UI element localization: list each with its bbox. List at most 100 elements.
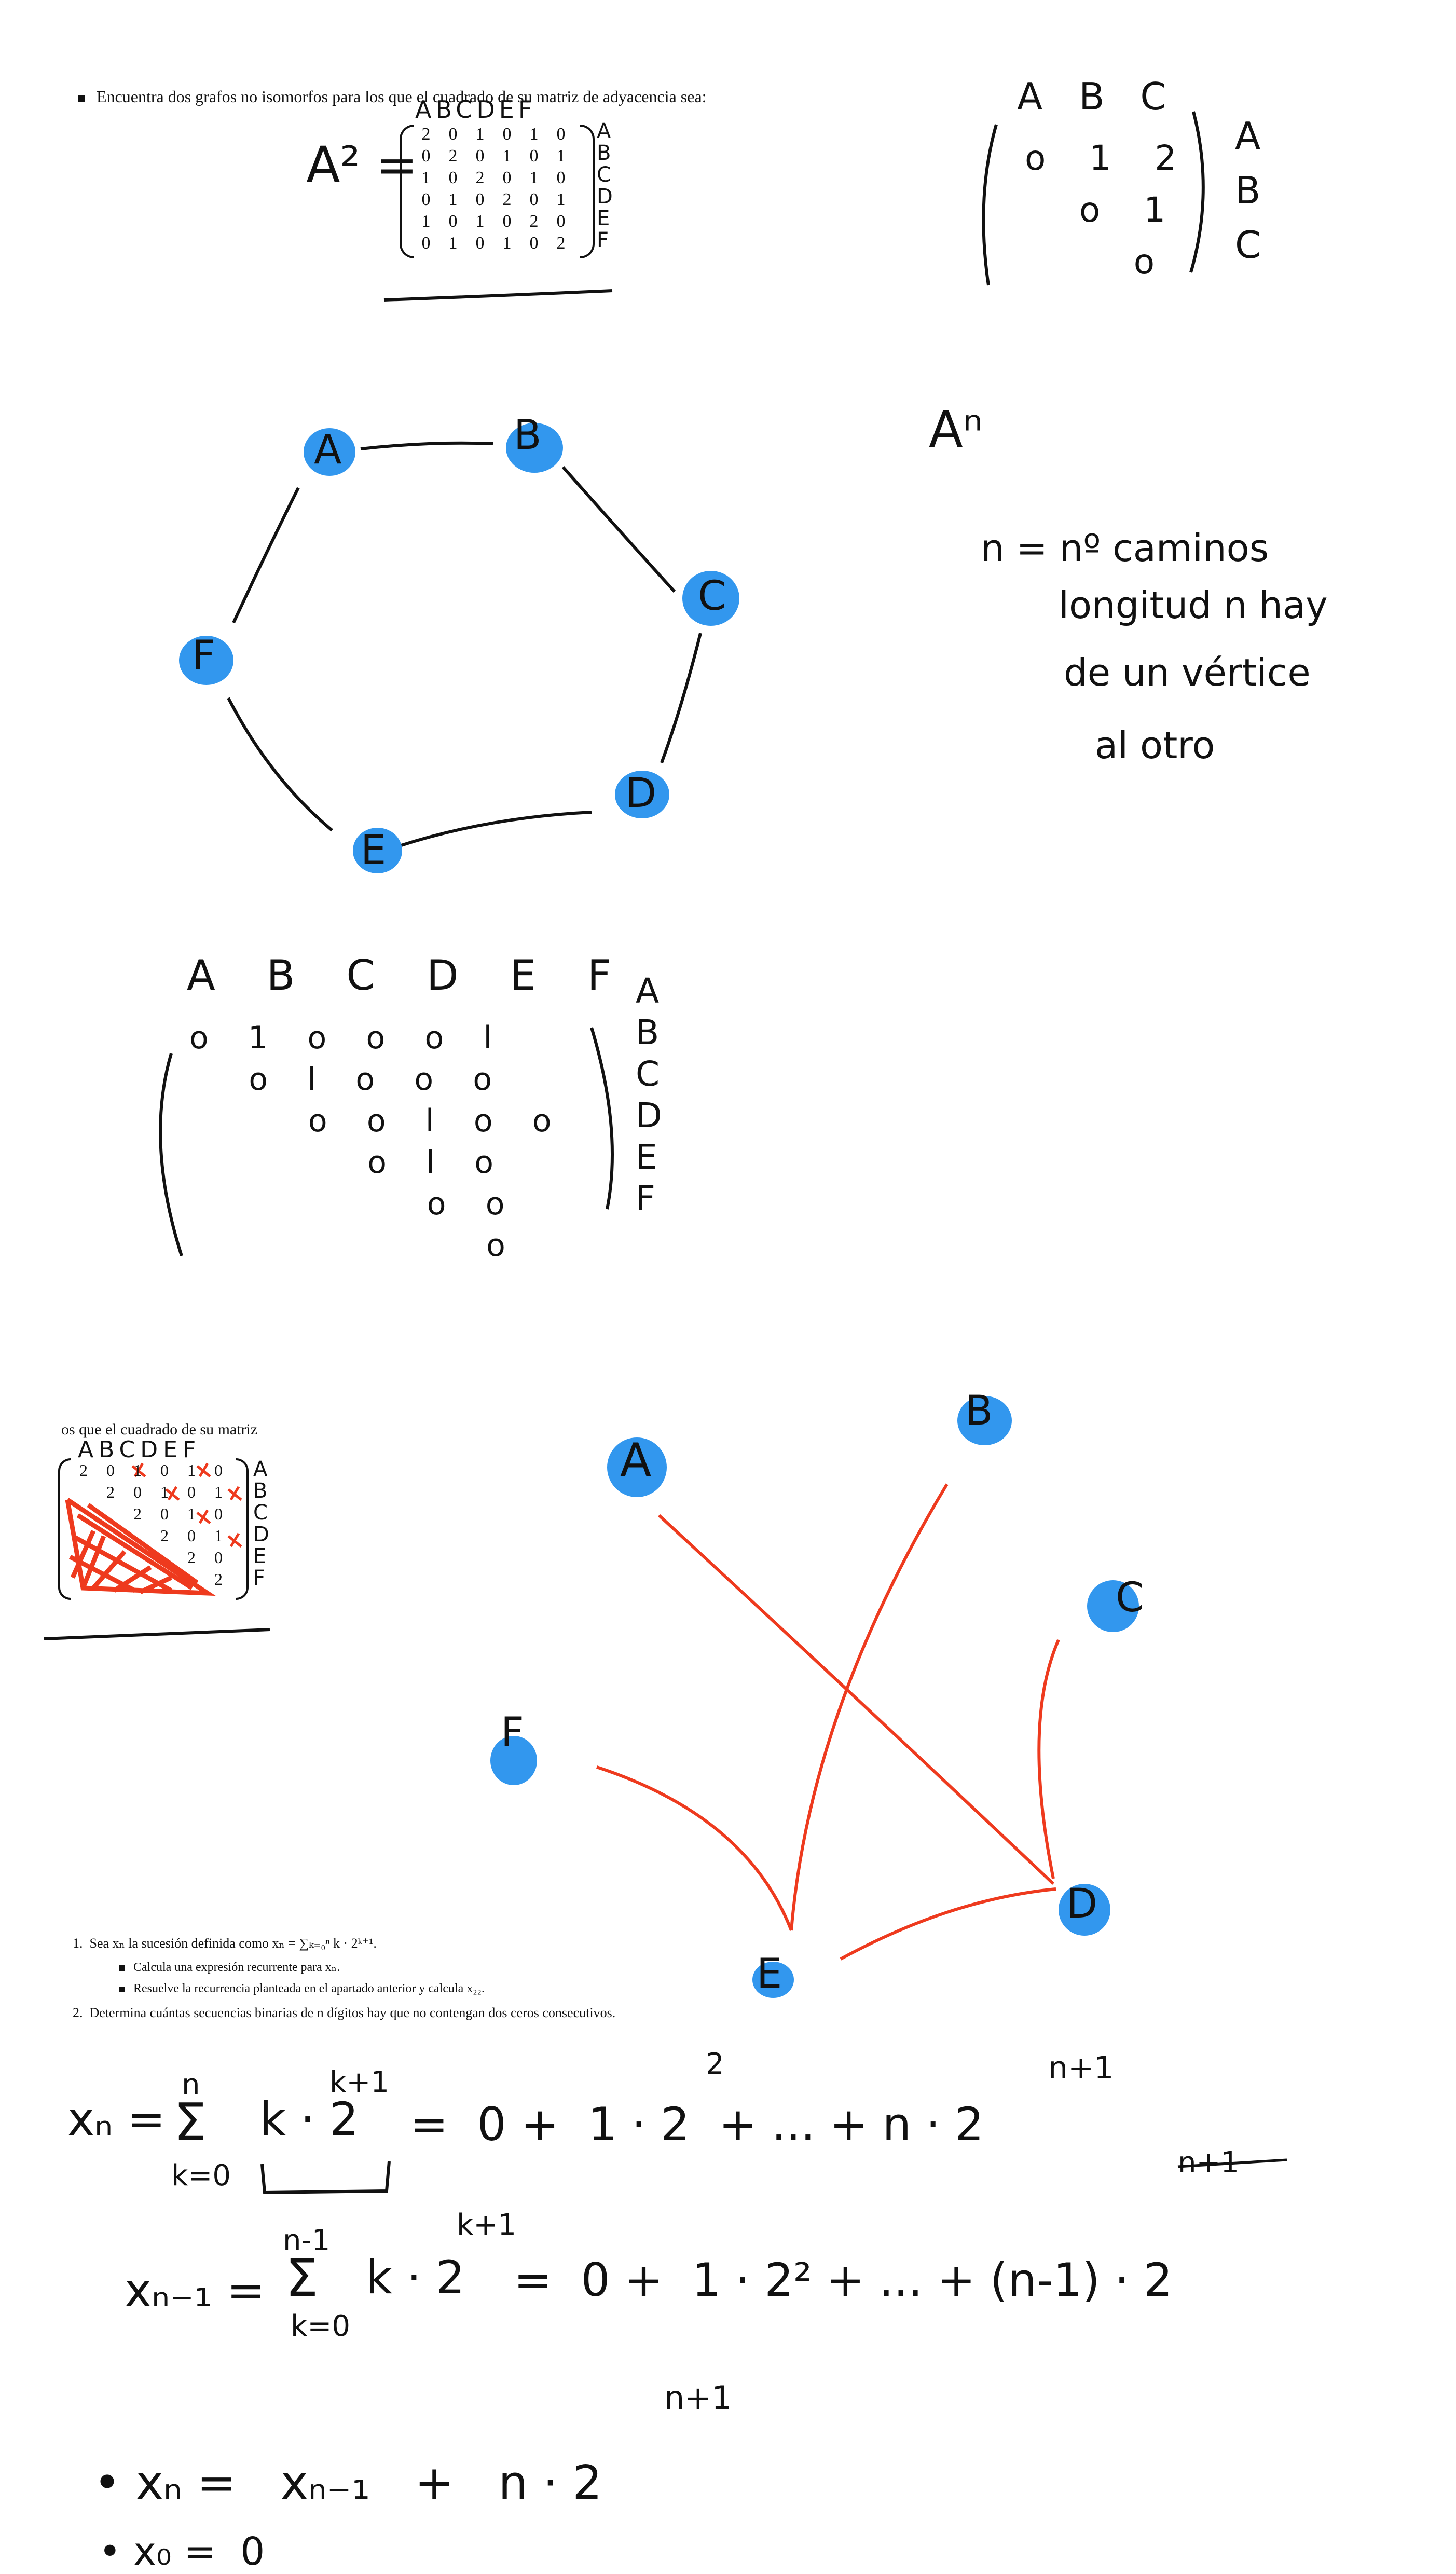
problem-1a: Calcula una expresión recurrente para xₙ… [119, 1960, 615, 1975]
small-matrix-body: o 1 2 o 1 o [1025, 138, 1177, 282]
crop-matrix-cell [178, 1568, 205, 1590]
small-matrix-row-labels: A B C [1235, 114, 1261, 267]
hw-matrix-row-labels: A B C D E F [636, 971, 662, 1218]
problem-2-text: Determina cuántas secuencias binarias de… [89, 2005, 616, 2020]
top-matrix-cell: 0 [421, 146, 431, 166]
problem-1-number: 1. [73, 1936, 83, 1951]
top-matrix-cell: 1 [421, 212, 431, 231]
top-matrix-cell: 2 [448, 146, 458, 166]
top-matrix-cell: 2 [421, 125, 431, 144]
small-matrix-col-labels: ABC [1017, 75, 1203, 118]
an-note-line-1: n = nº caminos [981, 526, 1269, 570]
underline-stroke [383, 289, 613, 302]
graph2-label-d: D [1066, 1881, 1098, 1927]
deriv2-term: k · 2 [366, 2251, 465, 2304]
crop-matrix-cell: 1 [160, 1482, 169, 1501]
graph1-label-d: D [625, 770, 657, 817]
crop-matrix-cell [124, 1568, 151, 1590]
crop-matrix-cell: 2 [79, 1460, 88, 1480]
graph1-label-a: A [314, 427, 342, 473]
hw-matrix-left-bracket [159, 1053, 183, 1256]
deriv1-exp: k+1 [329, 2065, 389, 2099]
deriv2-lhs: xₙ₋₁ = [125, 2264, 265, 2317]
deriv1-sum: Σ [174, 2092, 207, 2153]
crop-matrix-cell: 2 [214, 1569, 223, 1589]
top-matrix-cell: 0 [556, 125, 566, 144]
deriv1-term: k · 2 [259, 2092, 359, 2146]
deriv2-sum-bot: k=0 [291, 2309, 350, 2343]
top-matrix-cell: 2 [556, 234, 566, 253]
edge-f-a [232, 487, 300, 624]
underbrace-stroke [260, 2161, 391, 2195]
edge-c-d [660, 633, 702, 764]
crop-matrix-cell: 0 [214, 1504, 223, 1523]
top-matrix-cell: 1 [556, 146, 566, 166]
top-matrix-cell: 1 [529, 168, 539, 187]
crop-matrix-cell: 0 [187, 1526, 196, 1545]
hw-matrix-col-labels: A B C D E F [187, 951, 611, 1000]
graph2-node-f [490, 1736, 537, 1785]
top-matrix-cell: 0 [556, 168, 566, 187]
top-matrix-cell: 1 [502, 146, 512, 166]
problem-1a-text: Calcula una expresión recurrente para xₙ… [133, 1961, 340, 1974]
crop-snippet-text: os que el cuadrado de su matriz [61, 1421, 258, 1438]
top-matrix-cell: 1 [556, 190, 566, 209]
deriv1-lhs: xₙ = [67, 2092, 166, 2146]
crop-matrix-cell: 2 [187, 1548, 196, 1567]
red-cross-marks [131, 1462, 242, 1548]
top-matrix-cell: 0 [556, 212, 566, 231]
crop-matrix-cell: 1 [214, 1526, 223, 1545]
graph2-label-a: A [620, 1433, 652, 1487]
graph2-label-b: B [965, 1388, 993, 1434]
an-note-line-2: longitud n hay [1059, 583, 1328, 627]
deriv3-recurrence: • xₙ = xₙ₋₁ + n · 2 [93, 2456, 602, 2510]
graph1-label-f: F [192, 633, 215, 679]
top-matrix-cell: 0 [421, 190, 431, 209]
crop-matrix-cell: 0 [160, 1460, 169, 1480]
crop-matrix-cell [97, 1568, 124, 1590]
top-matrix-col-labels: ABCDEF [415, 95, 537, 124]
crop-col-labels: ABCDEF [78, 1436, 201, 1463]
crop-matrix-cell [97, 1525, 124, 1546]
deriv1-sum-bot: k=0 [171, 2159, 231, 2193]
crop-matrix-left-paren [58, 1458, 71, 1600]
crop-matrix-cell [70, 1503, 97, 1525]
crop-matrix-cell [124, 1525, 151, 1546]
crop-matrix-cell [97, 1546, 124, 1568]
graph2-label-e: E [757, 1951, 782, 1997]
an-note-line-3: de un vértice [1064, 651, 1311, 694]
top-matrix-cell: 1 [475, 212, 485, 231]
graph2-node-e [752, 1962, 794, 1998]
graph1-label-c: C [698, 573, 726, 620]
top-matrix-cell: 0 [529, 190, 539, 209]
crop-matrix-cell: 2 [160, 1526, 169, 1545]
graph1-node-b [506, 423, 563, 473]
edge-b-c [561, 466, 676, 593]
graph1-node-c [682, 571, 739, 626]
graph2-label-c: C [1116, 1574, 1144, 1621]
graph2-node-a [607, 1437, 667, 1497]
top-matrix-cell: 0 [502, 212, 512, 231]
edge2-e-d [840, 1887, 1056, 1961]
edge2-b-e [790, 1483, 949, 1931]
top-problem-statement: Encuentra dos grafos no isomorfos para l… [78, 87, 707, 106]
crop-matrix-cell: 1 [133, 1460, 142, 1480]
top-matrix-cell: 2 [502, 190, 512, 209]
edge-e-f [227, 697, 333, 832]
crop-matrix-cell: 1 [187, 1504, 196, 1523]
crop-matrix-row: 2 [70, 1568, 232, 1590]
top-matrix-cell: 0 [448, 212, 458, 231]
deriv1-rhs: = 0 + 1 · 2 + ... + n · 2 [410, 2098, 984, 2151]
deriv1-exp2: 2 [706, 2047, 724, 2081]
crop-matrix-cell: 0 [214, 1460, 223, 1480]
top-problem-text: Encuentra dos grafos no isomorfos para l… [97, 87, 707, 106]
problem-1b-text: Resuelve la recurrencia planteada en el … [133, 1982, 485, 1995]
top-matrix-right-paren [580, 125, 595, 258]
top-matrix-cell: 0 [502, 125, 512, 144]
graph2-node-c [1087, 1580, 1139, 1632]
